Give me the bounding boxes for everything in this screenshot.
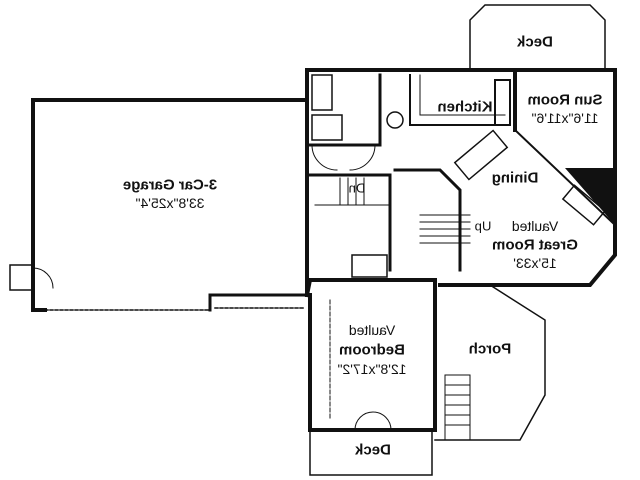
sun-room-label: Sun Room: [527, 91, 603, 109]
deck-bottom-label: Deck: [355, 441, 391, 459]
bedroom-wall: [304, 278, 437, 432]
bedroom-prefix: Vaulted: [348, 322, 396, 338]
sun-room-size: 11'6"x11'6": [531, 110, 599, 126]
deck-bottom-outline: [309, 429, 433, 476]
garage-label: 3-Car Garage: [122, 176, 218, 194]
garage-size: 33'8"x25'4": [135, 195, 205, 211]
dining-label: Dining: [491, 169, 539, 187]
house-outer-wall: [305, 68, 617, 297]
great-room-size: 15'x33': [513, 255, 557, 271]
deck-top-label: Deck: [517, 33, 553, 51]
kitchen-label: Kitchen: [437, 98, 493, 116]
great-room-label: Great Room: [492, 236, 578, 254]
garage-wall: [31, 98, 309, 312]
stairs-up-label: Up: [474, 218, 492, 234]
bedroom-size: 12'8"x17'2": [337, 361, 407, 377]
porch-outline: [434, 284, 546, 441]
deck-top-outline: [469, 4, 606, 71]
stairs-down-label: Dn: [348, 180, 366, 196]
great-room-prefix: Vaulted: [511, 218, 559, 234]
garage-entry: [9, 264, 34, 291]
porch-label: Porch: [468, 340, 512, 358]
bedroom-label: Bedroom: [339, 341, 405, 359]
